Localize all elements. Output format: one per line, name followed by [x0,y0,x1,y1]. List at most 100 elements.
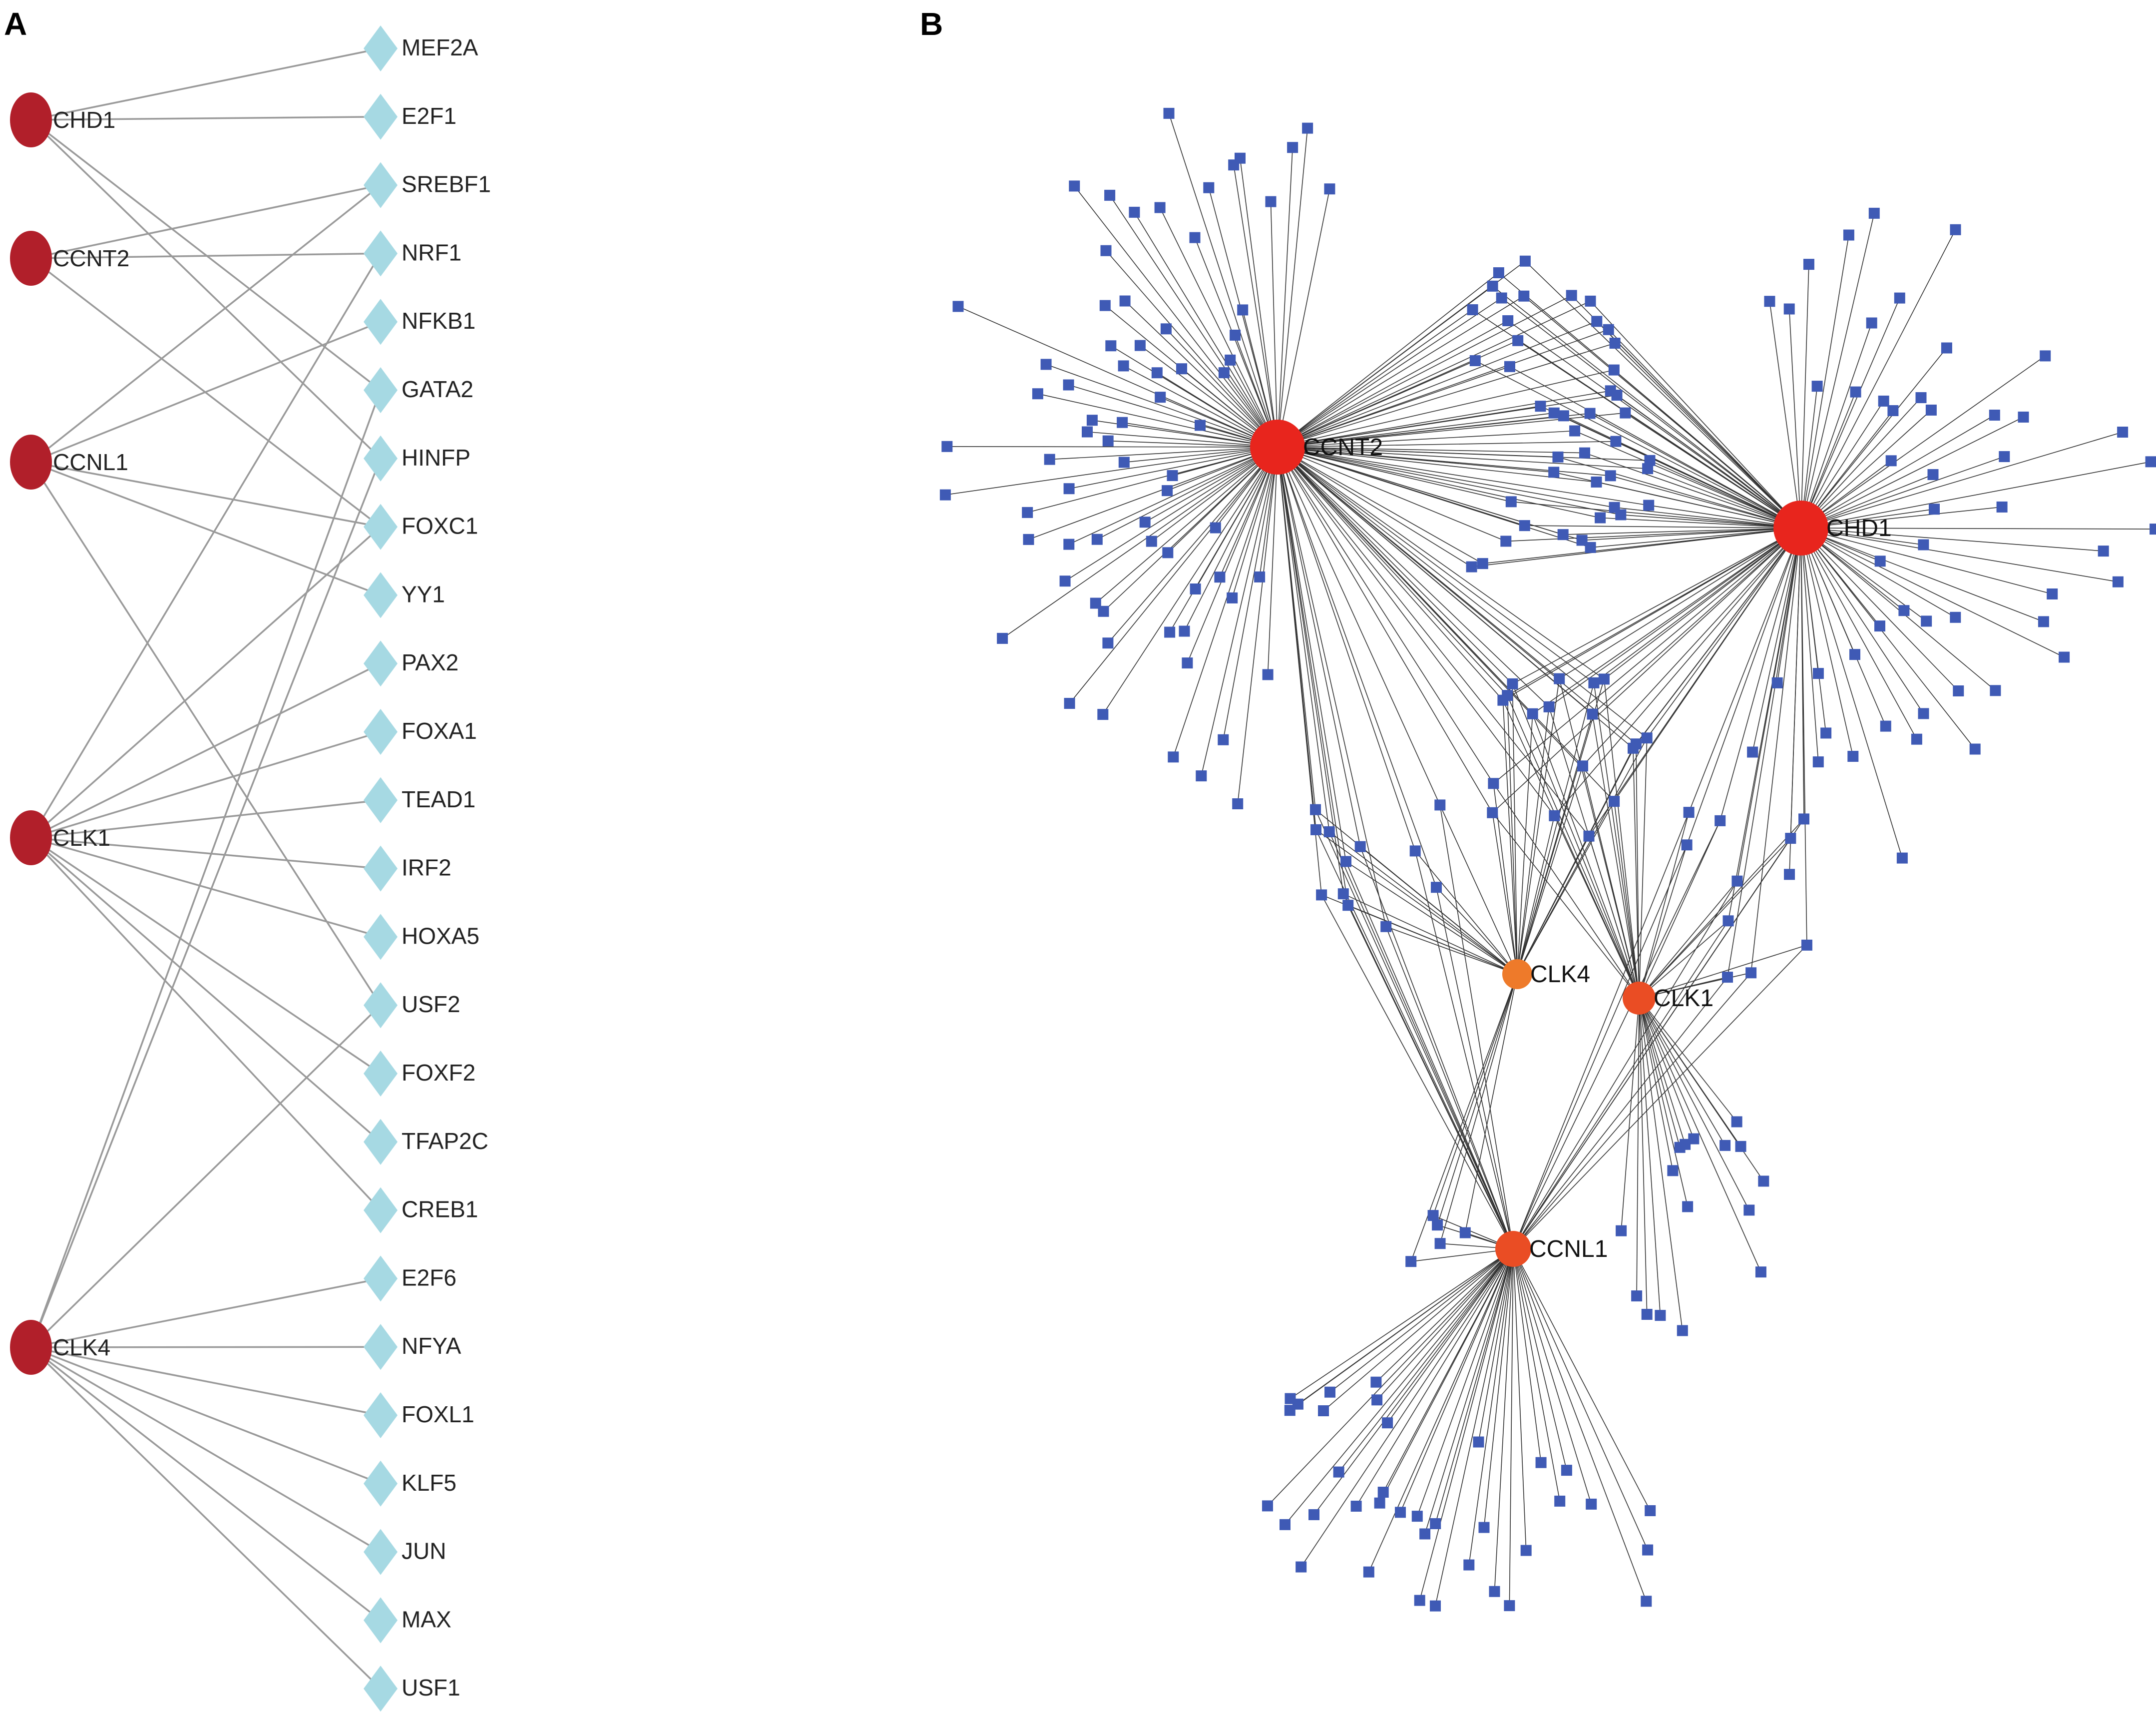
edge-ccnt2-target-168 [1277,447,1508,696]
edge-clk1-target-204 [1639,820,1721,999]
target-node [1667,1165,1679,1176]
edge-ccnl1-target-233 [1513,1248,1648,1550]
target-node [1989,410,2000,421]
edge-ccnl1-target-210 [1419,1248,1514,1601]
target-node [1576,535,1588,546]
edge-ccnl1-target-184 [1328,831,1514,1249]
edge-ccnl1-target-213 [1417,1248,1514,1517]
edge-ccnt2-target-20 [945,447,1278,496]
edge-clk1-foxa1 [30,731,381,839]
edge-ccnt2-target-181 [1277,447,1594,683]
edge-clk4-max [30,1346,382,1621]
edge-chd1-target-176 [1492,528,1801,813]
edge-ccnt2-target-167 [1277,447,1494,784]
target-diamond [364,162,398,208]
edge-clk4-target-194 [1315,829,1518,975]
target-node [1139,517,1151,528]
target-label: USF2 [402,991,460,1017]
target-node [2112,576,2124,587]
edge-chd1-target-141 [1584,452,1801,529]
edge-chd1-target-161 [1600,517,1801,529]
target-node [1155,392,1166,403]
edge-ccnt2-target-185 [1277,447,1441,805]
edge-ccnl1-target-193 [1347,905,1514,1249]
target-node [1487,280,1498,292]
edge-clk1-target-202 [1639,945,1807,999]
edge-clk1-target-169 [1639,738,1648,999]
edge-chd1-target-126 [1524,525,1801,529]
target-node [1771,677,1783,688]
hub-node-ccnt2: CCNT2 [10,231,129,286]
target-diamond [364,504,398,550]
target-node [1160,323,1172,335]
target-node [1105,340,1117,352]
target-node [1099,300,1111,311]
target-node-usf2: USF2 [364,982,460,1029]
edge-ccnt2-target-46 [1277,128,1308,448]
edge-ccnl1-target-217 [1382,1248,1514,1493]
edge-ccnt2-target-39 [1194,237,1278,448]
target-node [1925,404,1937,416]
edge-chd1-target-106 [1800,528,1819,762]
target-node [1146,536,1157,547]
edge-clk1-foxf2 [30,837,381,1075]
edge-clk1-target-248 [1639,998,1695,1139]
target-node [1609,338,1621,349]
edge-clk1-tfap2c [30,837,382,1143]
edge-ccnt2-target-192 [1277,447,1346,862]
edge-ccnt2-target-158 [1277,447,1483,564]
target-node [1323,826,1335,837]
target-label: FOXL1 [402,1401,474,1427]
target-node [1682,1201,1694,1212]
target-node [1609,502,1620,513]
edge-clk1-target-171 [1636,744,1640,999]
target-node [1643,500,1655,511]
edge-chd1-target-122 [1563,528,1801,535]
target-node [1430,1600,1441,1612]
edge-clk4-target-191 [1436,887,1518,975]
edge-ccnl1-target-185 [1439,805,1514,1249]
panel-b-targets [939,107,2156,1612]
edge-ccnl1-target-240 [1509,1248,1514,1606]
edge-ccnl1-target-234 [1513,1248,1647,1602]
target-label: KLF5 [402,1470,456,1496]
target-node [1342,900,1354,911]
edge-ccnl1-target-218 [1355,1248,1514,1507]
target-node [1583,830,1595,842]
target-node [1554,673,1565,684]
target-node [1466,561,1477,572]
edge-ccnt2-target-27 [1046,364,1278,448]
edge-chd1-target-173 [1614,528,1801,802]
edge-clk1-target-200 [1639,838,1791,999]
edge-clk1-target-242 [1639,998,1737,1122]
target-node [952,301,964,312]
target-node [1119,295,1131,307]
edge-chd1-target-75 [1800,323,1872,529]
edge-ccnl1-target-204 [1513,820,1721,1249]
target-node [1467,304,1478,315]
target-node [1755,1266,1766,1278]
edge-clk4-target-195 [1360,846,1518,975]
target-node [1196,770,1207,782]
target-diamond [364,1392,398,1438]
edge-clk4-jun [30,1346,381,1553]
target-node [1504,361,1515,372]
edge-ccnt2-target-25 [1037,393,1278,448]
panel-a-letter: A [4,6,27,42]
target-node [1176,363,1187,375]
target-node [1969,743,1981,755]
edge-ccnt2-target-177 [1277,447,1555,816]
edge-ccnt2-target-153 [1277,447,1597,483]
target-label: E2F1 [402,103,456,129]
edge-ccnt2-target-12 [1095,447,1278,604]
target-label: NFKB1 [402,308,475,334]
target-node [1203,182,1215,193]
edge-ccnt2-target-159 [1277,441,1616,448]
edge-chd1-target-162 [1650,460,1801,529]
target-node [1820,727,1832,739]
target-label: FOXA1 [402,718,477,744]
edge-ccnl1-target-202 [1513,945,1807,1249]
edge-ccnt2-target-150 [1277,447,1648,469]
hub-node-clk1: CLK1 [1623,982,1714,1015]
edge-ccnt2-target-142 [1277,296,1524,448]
